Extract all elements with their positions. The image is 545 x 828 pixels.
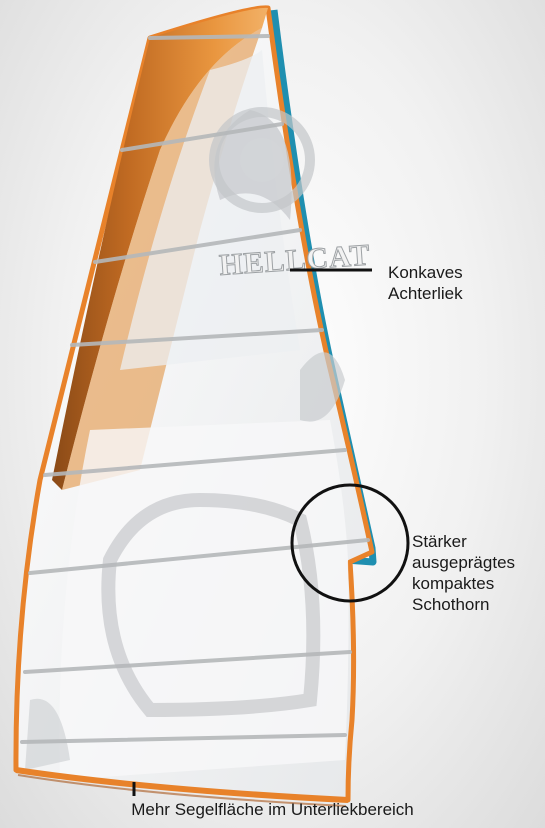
batten [150, 36, 268, 38]
leech-label: Konkaves Achterliek [388, 262, 463, 304]
clew-label: Stärker ausgeprägtes kompaktes Schothorn [412, 531, 515, 615]
clew-label-line-3: kompaktes [412, 573, 515, 594]
foot-label: Mehr Segelfläche im Unterliekbereich [0, 799, 545, 820]
clew-label-line-2: ausgeprägtes [412, 552, 515, 573]
clew-label-line-1: Stärker [412, 531, 515, 552]
leech-label-line-1: Konkaves [388, 262, 463, 283]
leech-label-line-2: Achterliek [388, 283, 463, 304]
clew-label-line-4: Schothorn [412, 594, 515, 615]
